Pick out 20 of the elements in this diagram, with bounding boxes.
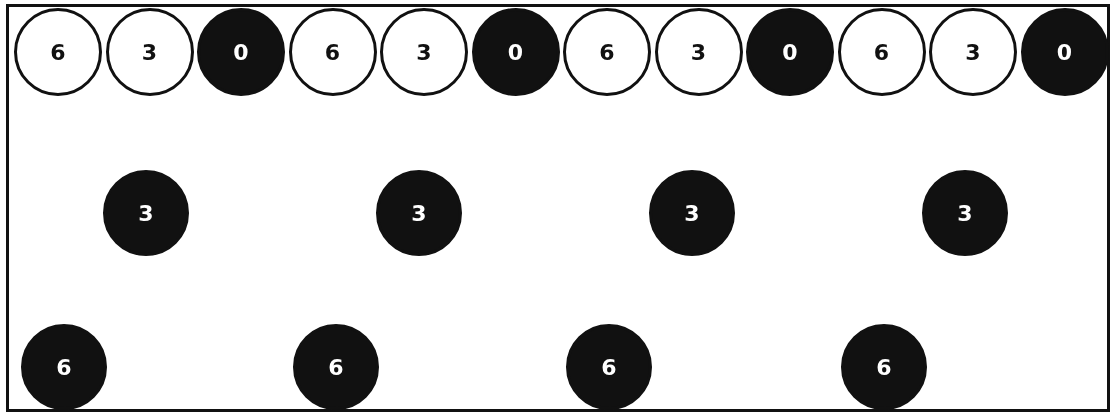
number-circle: 6 <box>566 324 652 410</box>
number-circle: 3 <box>376 170 462 256</box>
number-circle: 3 <box>103 170 189 256</box>
number-circle: 3 <box>649 170 735 256</box>
number-circle: 3 <box>922 170 1008 256</box>
number-circle: 6 <box>21 324 107 410</box>
number-circle: 3 <box>929 8 1017 96</box>
number-circle: 6 <box>563 8 651 96</box>
number-circle: 3 <box>105 8 194 96</box>
number-circle: 6 <box>288 8 377 96</box>
number-circle: 0 <box>471 8 560 96</box>
number-circle: 0 <box>197 8 285 96</box>
number-circle: 6 <box>837 8 926 96</box>
number-circle: 6 <box>293 324 379 410</box>
number-circle: 3 <box>380 8 468 96</box>
number-circle: 6 <box>14 8 102 96</box>
number-circle: 0 <box>746 8 834 96</box>
number-circle: 3 <box>654 8 743 96</box>
number-circle: 6 <box>841 324 927 410</box>
number-circle: 0 <box>1020 8 1109 96</box>
